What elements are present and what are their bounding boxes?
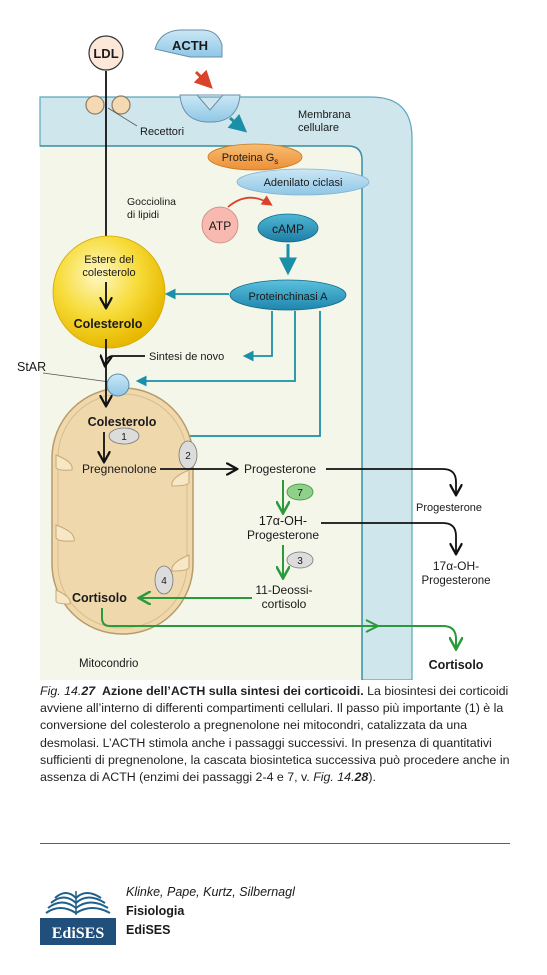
atp-label: ATP	[209, 219, 231, 233]
publisher-logo: EdiSES	[40, 883, 116, 945]
step-1-number: 1	[121, 432, 127, 443]
estere-label-2: colesterolo	[82, 267, 135, 279]
mitocondrio-label: Mitocondrio	[79, 658, 138, 670]
colesterolo-mito-label: Colesterolo	[88, 415, 157, 429]
cortisolo-out-label: Cortisolo	[429, 658, 484, 672]
ohprog-inner-label-1: 17α-OH-	[259, 514, 307, 528]
step-2-number: 2	[185, 451, 191, 462]
sintesi-de-novo-label: Sintesi de novo	[149, 351, 224, 363]
book-info: Klinke, Pape, Kurtz, Silbernagl Fisiolog…	[126, 883, 295, 940]
step-3-number: 3	[297, 556, 303, 567]
pka-star-arrow	[135, 311, 296, 387]
figure-number: Fig. 14.27	[40, 684, 96, 698]
step-7-badge	[286, 483, 314, 501]
step-4-badge	[154, 565, 174, 595]
acth-binding-arrow	[193, 69, 213, 89]
caption-divider	[40, 843, 510, 844]
book-authors: Klinke, Pape, Kurtz, Silbernagl	[126, 885, 295, 899]
ldl-receptors	[85, 95, 131, 115]
acth-label: ACTH	[172, 38, 208, 53]
ohprog-inner-label-2: Progesterone	[247, 528, 319, 542]
atp-node	[201, 206, 239, 244]
step-1-badge	[108, 427, 140, 445]
membrana-label-1: Membrana	[298, 109, 351, 121]
ldl-label: LDL	[93, 46, 118, 61]
membrana-label-2: cellulare	[298, 122, 339, 134]
proteina-g-node	[207, 143, 303, 171]
ohprog-export-arrow	[321, 522, 456, 553]
progesterone-export-arrow	[326, 468, 456, 494]
atp-to-camp-arrow	[227, 195, 273, 208]
acth-corticoid-diagram: Recettori Membrana cellulare LDL ACTH Pr…	[17, 29, 491, 680]
recettori-label: Recettori	[140, 126, 184, 138]
book-footer: EdiSES Klinke, Pape, Kurtz, Silbernagl F…	[40, 883, 340, 945]
camp-label: cAMP	[272, 222, 304, 236]
camp-node	[257, 213, 319, 243]
logo-text: EdiSES	[52, 925, 105, 942]
gocciolina-label-2: di lipidi	[127, 209, 159, 221]
pka-desmolase-arrow	[141, 311, 321, 442]
acth-receptor-icon	[179, 94, 241, 123]
cortisolo-inner-label: Cortisolo	[72, 591, 127, 605]
star-label: StAR	[17, 360, 46, 374]
figure-caption: Fig. 14.27 Azione dell’ACTH sulla sintes…	[40, 684, 510, 785]
adenilato-ciclasi-label: Adenilato ciclasi	[264, 177, 343, 189]
progesterone-inner-label: Progesterone	[244, 462, 316, 476]
colesterolo-droplet-label: Colesterolo	[74, 317, 143, 331]
pka-de-novo-arrow	[242, 311, 273, 362]
proteinchinasi-node	[229, 279, 347, 311]
figure-body: La biosintesi dei corticoidi avviene all…	[40, 684, 510, 785]
star-transporter	[106, 373, 130, 397]
step-4-number: 4	[161, 576, 167, 587]
progesterone-out-label: Progesterone	[416, 502, 482, 514]
deossi-label-2: cortisolo	[262, 597, 307, 611]
receptor-to-g-arrow	[227, 113, 248, 133]
book-title: Fisiologia	[126, 904, 185, 918]
ohprog-out-label-1: 17α-OH-	[433, 559, 479, 573]
ohprog-out-label-2: Progesterone	[421, 575, 490, 587]
estere-label-1: Estere del	[84, 254, 134, 266]
step-3-badge	[286, 551, 314, 569]
ldl-node	[88, 35, 124, 71]
acth-hormone	[154, 29, 223, 58]
gocciolina-label-1: Gocciolina	[127, 196, 176, 208]
cortisolo-secretion-arrow	[101, 608, 456, 648]
pregnenolone-label: Pregnenolone	[82, 462, 157, 476]
adenilato-ciclasi-node	[236, 168, 370, 196]
proteina-g-label: Proteina Gs	[222, 152, 279, 166]
figure-reference: Fig. 14.28	[313, 770, 369, 785]
book-publisher: EdiSES	[126, 923, 171, 937]
lipid-droplet	[52, 235, 166, 349]
step-7-number: 7	[297, 488, 303, 499]
proteinchinasi-label: Proteinchinasi A	[249, 291, 329, 303]
deossi-label-1: 11-Deossi-	[255, 583, 312, 597]
figure-title: Azione dell’ACTH sulla sintesi dei corti…	[102, 684, 364, 698]
